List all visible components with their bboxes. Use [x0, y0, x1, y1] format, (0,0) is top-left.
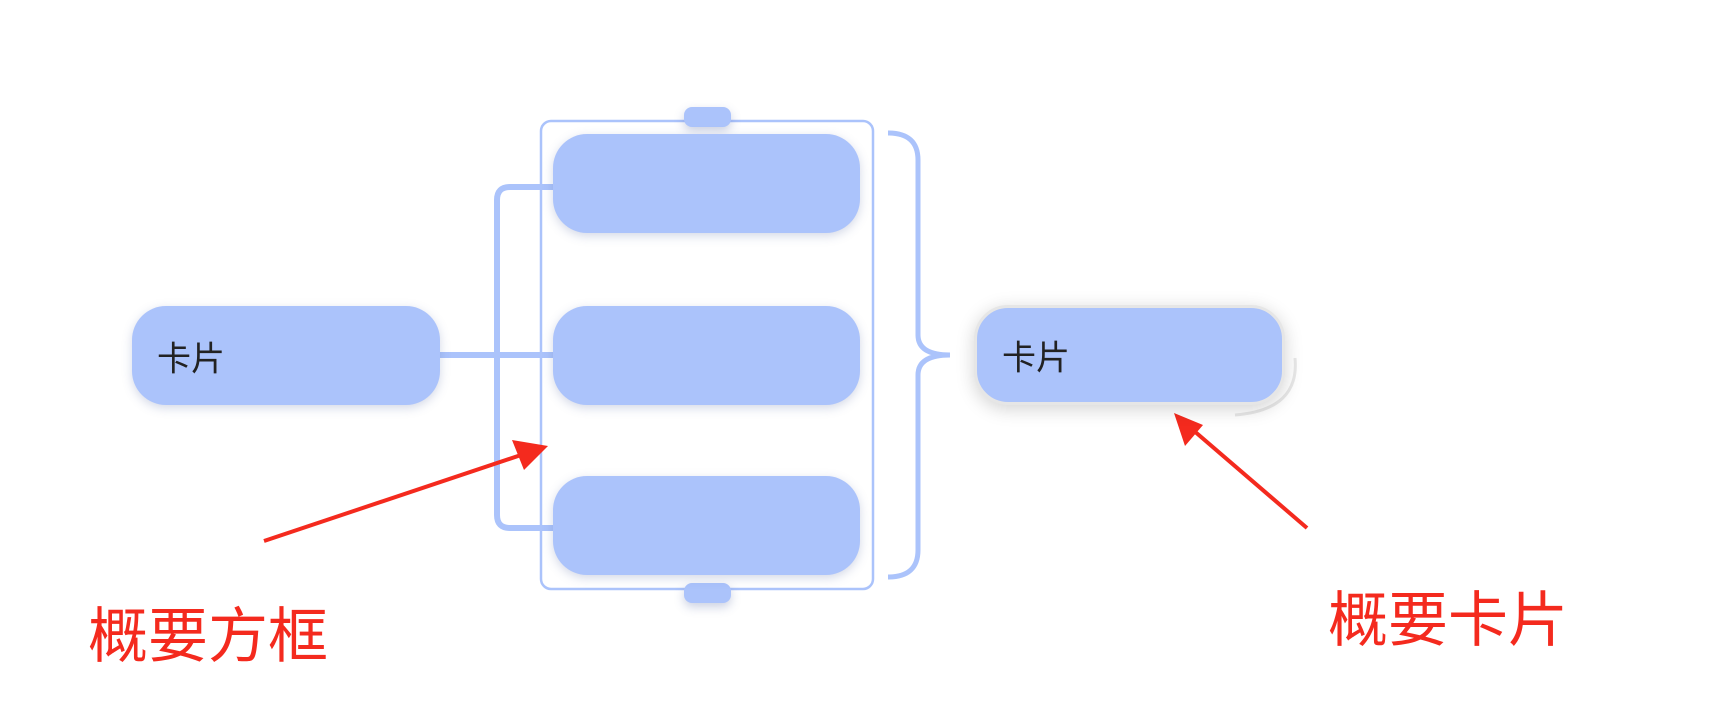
- root-card-label: 卡片: [157, 339, 225, 379]
- summary-card-label: 卡片: [1002, 338, 1070, 379]
- annotation-summary-frame: 概要方框: [88, 602, 328, 672]
- branch-connector: [440, 184, 553, 531]
- child-card-2[interactable]: [553, 306, 860, 405]
- child-card-1[interactable]: [553, 134, 860, 233]
- arrow-to-summary-card: [1174, 413, 1309, 530]
- frame-top-handle[interactable]: [684, 107, 731, 127]
- child-card-3[interactable]: [553, 476, 860, 575]
- summary-card[interactable]: 卡片: [974, 305, 1285, 405]
- summary-brace: [887, 130, 951, 580]
- root-card[interactable]: 卡片: [132, 306, 440, 405]
- annotation-summary-card: 概要卡片: [1328, 586, 1568, 656]
- selection-arc: [1234, 357, 1297, 417]
- frame-bottom-handle[interactable]: [684, 583, 731, 603]
- arrow-to-frame: [263, 440, 548, 543]
